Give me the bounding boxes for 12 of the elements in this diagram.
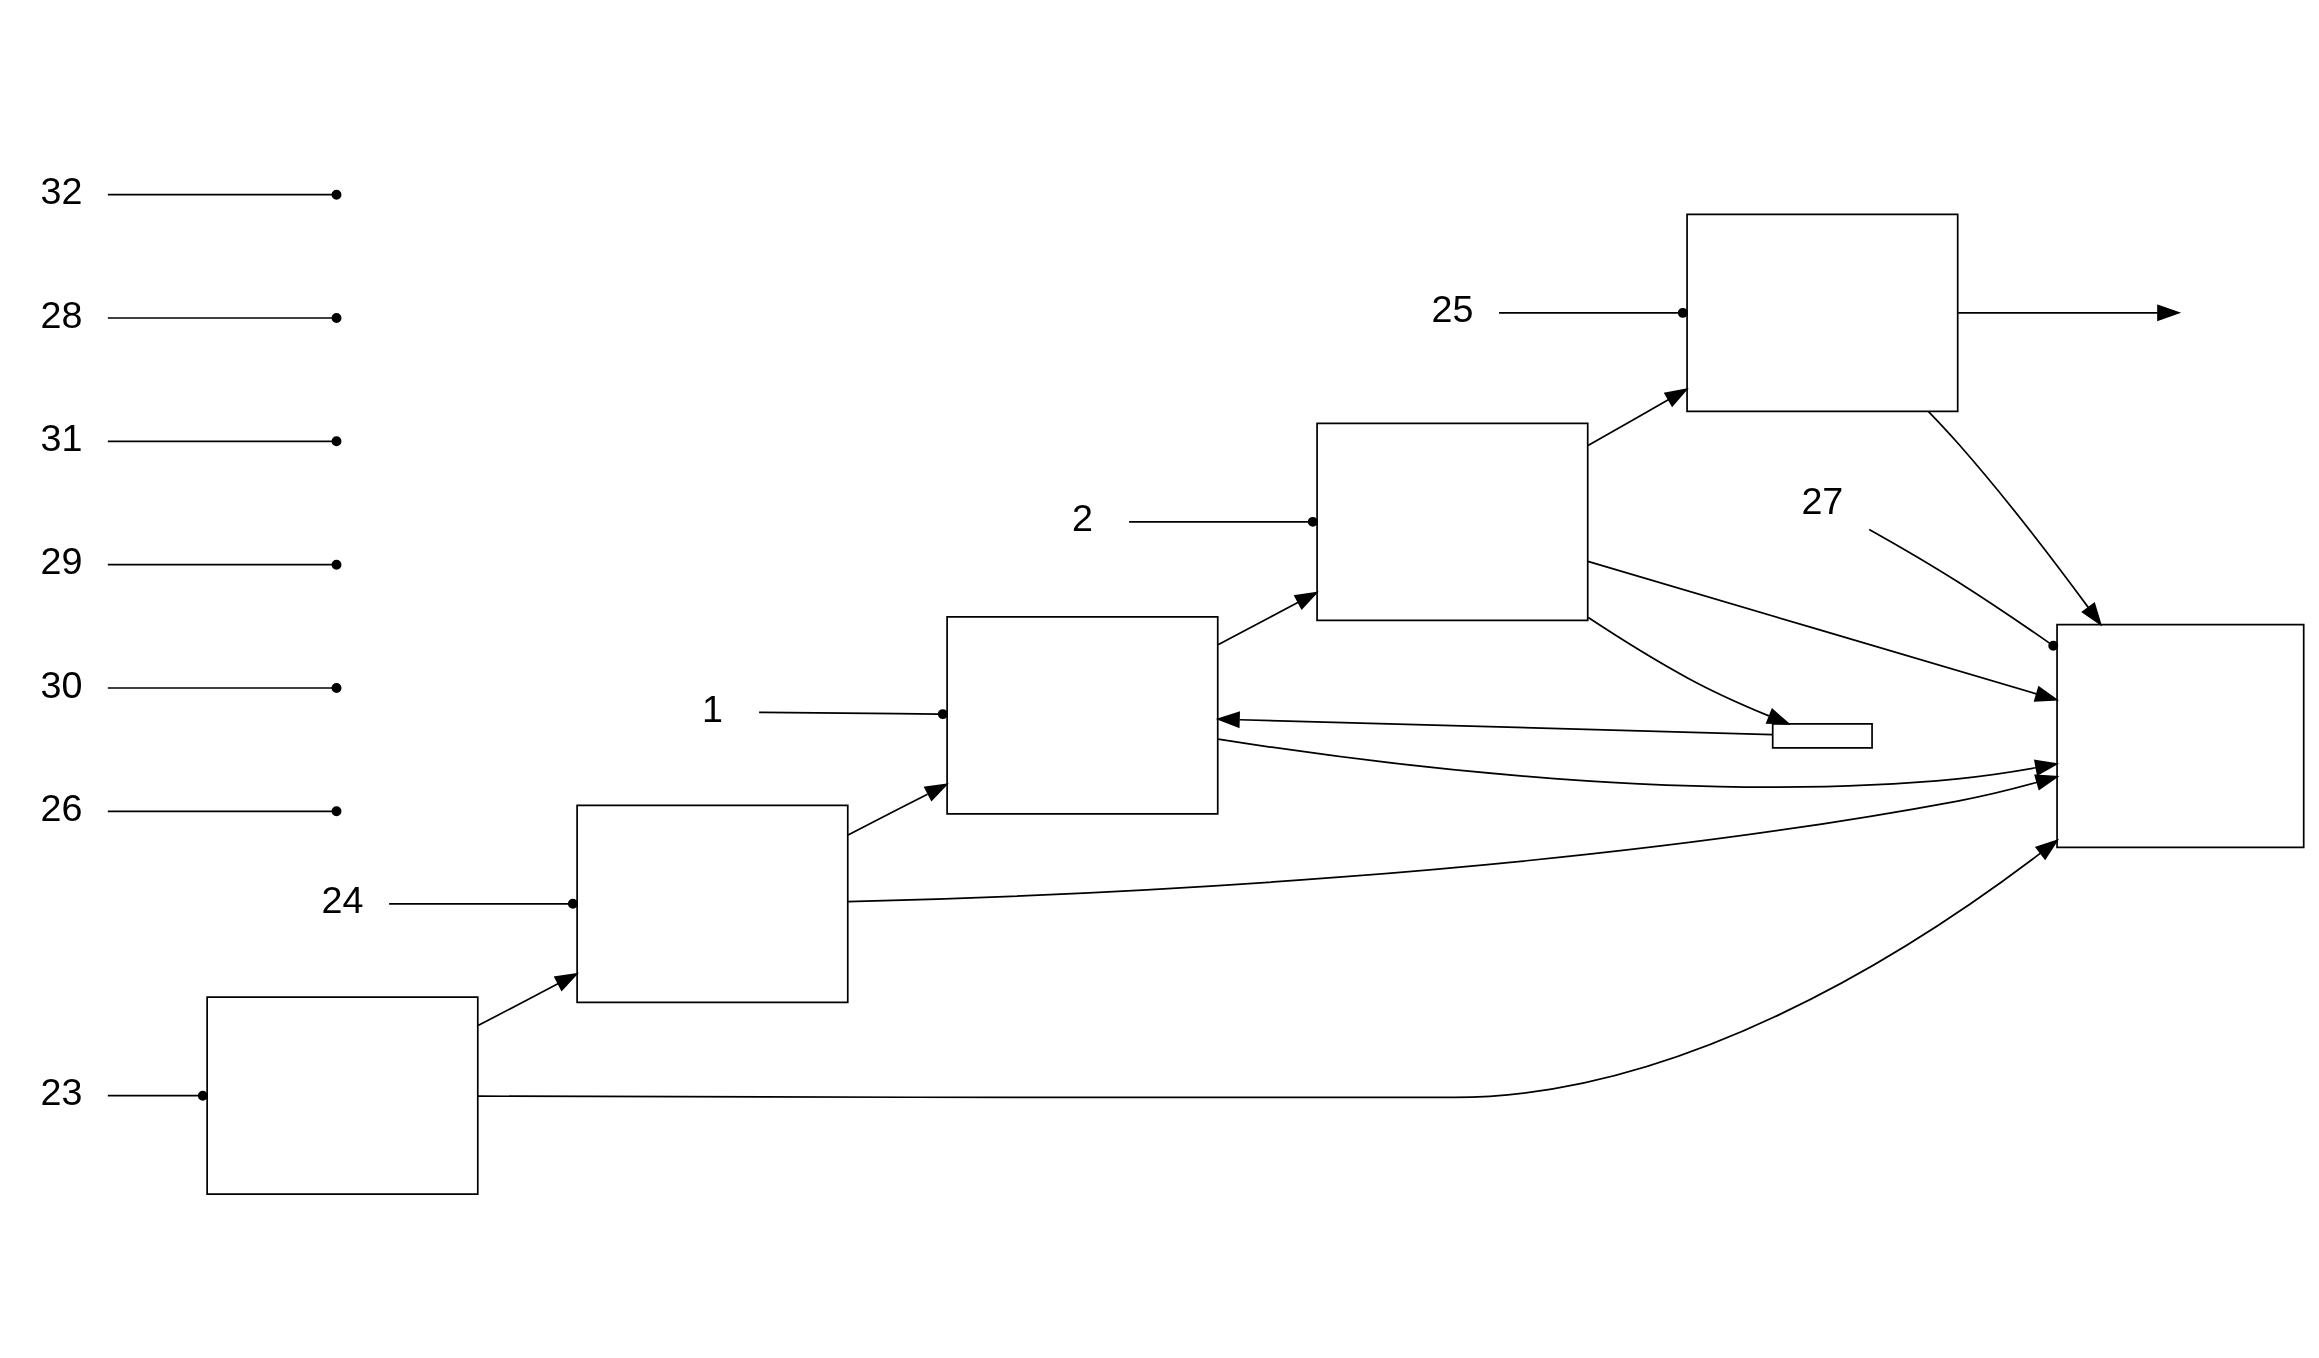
node-text: 23 (40, 1071, 83, 1114)
node-text: 29 (40, 540, 83, 583)
node-text: 28 (40, 293, 83, 336)
node-text: 32 (40, 170, 83, 213)
node-text: 30 (40, 663, 83, 706)
node-text: 27 (1801, 480, 1844, 523)
node-text: 1 (701, 687, 723, 730)
node-text: 25 (1431, 288, 1474, 331)
node-text: 31 (40, 416, 83, 459)
node-text: 26 (40, 786, 83, 829)
node-text: 2 (1071, 497, 1093, 540)
node-text: 24 (321, 879, 364, 922)
